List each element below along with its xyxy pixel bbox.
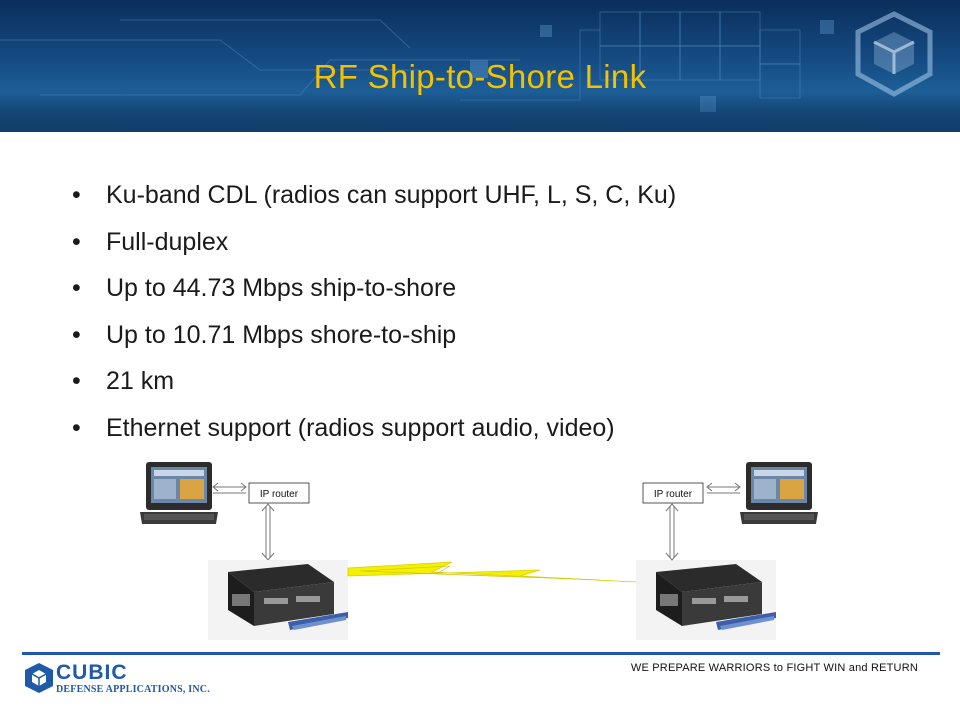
bullet-text: Up to 44.73 Mbps ship-to-shore (106, 274, 457, 302)
bullet-dot: • (72, 320, 81, 349)
left-radio-unit-icon (208, 560, 348, 640)
left-router-box (248, 482, 310, 504)
lightning-link-icon (347, 561, 637, 583)
left-router-label: IP router (260, 489, 299, 500)
cubic-cube-watermark-icon (855, 11, 933, 97)
right-router-label: IP router (654, 489, 693, 500)
header-banner (0, 0, 960, 132)
bullet-text: Ethernet support (radios support audio, … (106, 413, 615, 442)
bullet-item: • Up to 10.71 Mbps shore-to-ship (62, 316, 676, 363)
left-laptop-icon (140, 462, 218, 524)
left-router-radio-arrow (261, 503, 275, 561)
bullet-list: • Ku-band CDL (radios can support UHF, L,… (62, 176, 676, 455)
cubic-cube-logo (25, 663, 53, 693)
bullet-dot: • (72, 367, 81, 395)
footer-tagline: WE PREPARE WARRIORS to FIGHT WIN and RET… (630, 662, 918, 674)
bullet-dot: • (72, 181, 81, 209)
company-subtitle: DEFENSE APPLICATIONS, INC. (56, 684, 210, 695)
bullet-dot: • (72, 413, 81, 442)
company-name: CUBIC (56, 661, 128, 684)
banner-glow (0, 90, 960, 132)
bullet-item: • 21 km (62, 362, 676, 409)
left-laptop-router-arrow (212, 482, 247, 494)
bullet-text: 21 km (106, 367, 175, 395)
right-laptop-router-arrow (706, 482, 741, 494)
right-router-radio-arrow (665, 503, 679, 561)
bullet-text: Up to 10.71 Mbps shore-to-ship (106, 320, 457, 349)
right-radio-unit-icon (636, 560, 776, 640)
footer-divider (22, 652, 940, 655)
right-router-box (642, 482, 704, 504)
bullet-item: • Up to 44.73 Mbps ship-to-shore (62, 269, 676, 316)
bullet-dot: • (72, 227, 81, 256)
slide-title: RF Ship-to-Shore Link (313, 58, 647, 95)
bullet-dot: • (72, 274, 81, 302)
bullet-item: • Full-duplex (62, 223, 676, 270)
bullet-text: Ku-band CDL (radios can support UHF, L, … (106, 181, 677, 209)
bullet-text: Full-duplex (106, 227, 229, 256)
bullet-item: • Ethernet support (radios support audio,… (62, 409, 676, 456)
bullet-item: • Ku-band CDL (radios can support UHF, L,… (62, 176, 676, 223)
right-laptop-icon (740, 462, 818, 524)
network-diagram: IP router IP router (140, 462, 818, 640)
